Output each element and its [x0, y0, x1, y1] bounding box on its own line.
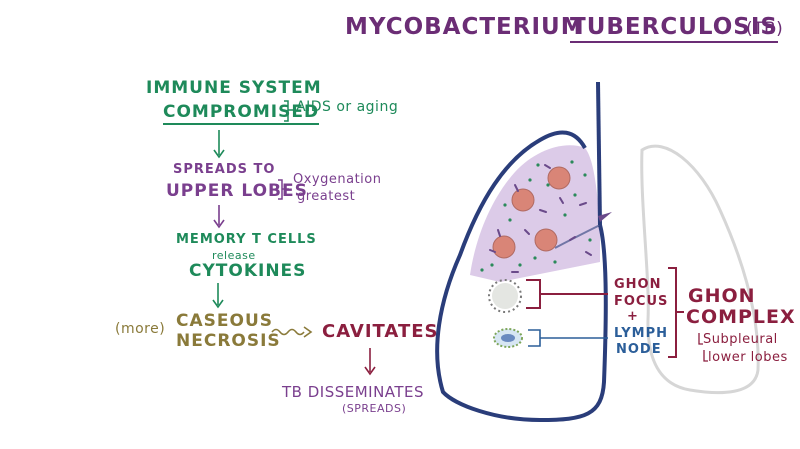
lymph-node	[493, 328, 523, 348]
location-marks	[698, 333, 708, 362]
ghon-complex-label-line1: GHON	[688, 285, 756, 307]
ghon-complex-bracket	[668, 267, 684, 358]
caseous-label-line2: NECROSIS	[176, 331, 281, 351]
disseminates-label: TB DISSEMINATES	[282, 383, 425, 401]
bronchus-tip	[598, 212, 612, 222]
arrow-caseous-to-cavitates	[271, 326, 313, 338]
bacteria-rods	[489, 164, 592, 273]
lung-outline	[435, 130, 608, 423]
page-title-emphasis: TUBERCULOSIS	[570, 16, 778, 43]
spreads-bracket	[278, 179, 289, 200]
trachea	[596, 81, 602, 226]
right-lung-outline	[640, 144, 760, 395]
ghon-focus-label-line1: GHON	[614, 277, 662, 292]
arrow-memory-to-caseous	[212, 283, 224, 309]
infection-area	[470, 145, 600, 282]
arrow-spreads-to-memory	[213, 205, 225, 229]
memory-label-line2: release	[212, 249, 256, 262]
caseous-label-line1: CASEOUS	[176, 311, 273, 331]
immune-label-line2: COMPROMISED	[163, 104, 320, 125]
flow-arrows	[212, 130, 376, 376]
ghon-focus-label-line2: FOCUS	[614, 294, 669, 309]
spreads-note-line2: greatest	[297, 189, 356, 204]
ghon-complex-label-line2: COMPLEX	[686, 306, 796, 328]
disseminates-sublabel: (SPREADS)	[342, 402, 407, 415]
cavitates-label: CAVITATES	[322, 321, 439, 342]
bronchus-branch	[554, 224, 601, 249]
immune-label-line1: IMMUNE SYSTEM	[146, 78, 322, 98]
granulomas	[492, 166, 571, 259]
ghon-focus-lesion	[488, 279, 522, 313]
granuloma-3	[492, 235, 516, 259]
location-lower-lobes: lower lobes	[708, 350, 788, 365]
memory-label-line3: CYTOKINES	[189, 261, 307, 281]
page-title: MYCOBACTERIUM	[345, 14, 585, 40]
spreads-label-line2: UPPER LOBES	[166, 181, 308, 201]
immune-note: AIDS or aging	[296, 99, 399, 115]
granuloma-2	[511, 188, 535, 212]
lymph-connector	[528, 329, 608, 347]
spreads-note-line1: Oxygenation	[293, 172, 382, 187]
plus-sign: +	[627, 309, 639, 324]
ghon-focus-connector	[526, 279, 608, 309]
arrow-immune-to-spreads	[213, 130, 225, 159]
memory-label-line1: MEMORY T CELLS	[176, 232, 317, 247]
granuloma-1	[547, 166, 571, 190]
arrow-cavitates-to-tb	[364, 348, 376, 376]
location-subpleural: Subpleural	[703, 332, 778, 347]
granuloma-4	[534, 228, 558, 252]
more-label: (more)	[115, 321, 166, 337]
lymph-node-label-line2: NODE	[616, 342, 662, 357]
spreads-label-line1: SPREADS TO	[173, 162, 276, 177]
lymph-node-label-line1: LYMPH	[614, 326, 669, 341]
bacteria-dots	[480, 160, 592, 272]
page-title-abbreviation: (TB)	[746, 19, 784, 39]
immune-bracket	[284, 100, 294, 122]
left-lung	[435, 81, 612, 423]
